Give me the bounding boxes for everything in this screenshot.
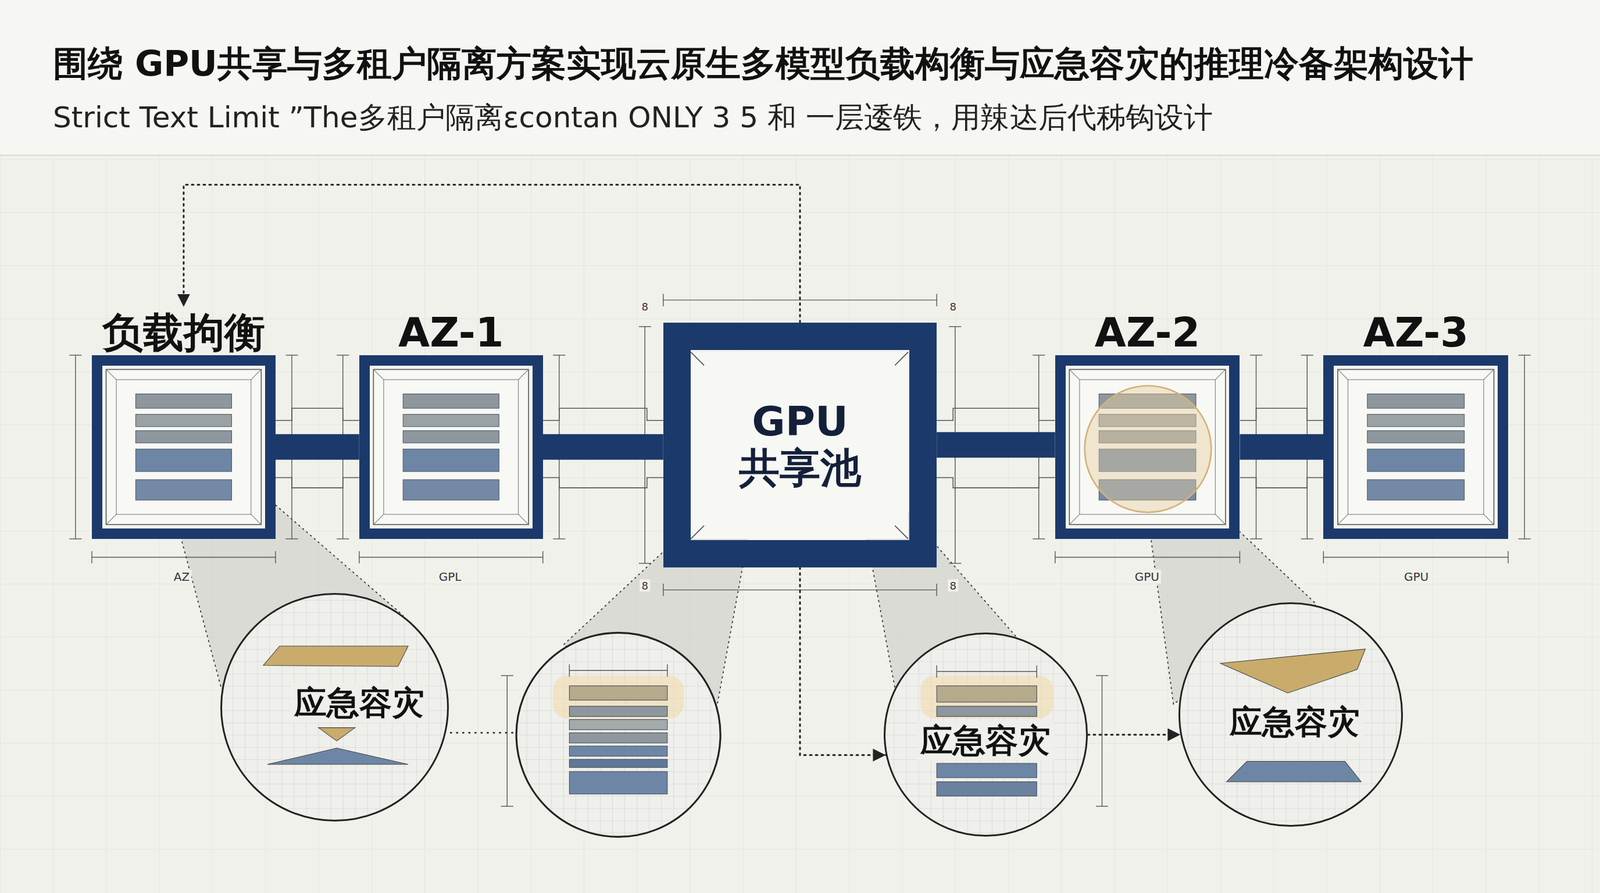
dimension-line xyxy=(936,665,1037,678)
leader-line xyxy=(450,731,515,734)
tube-outline xyxy=(275,408,360,488)
box-heading: AZ-2 xyxy=(1094,310,1200,356)
dimension-line xyxy=(69,355,82,539)
dimension-line xyxy=(1323,551,1509,564)
pool-label: GPU 共享池 xyxy=(732,398,867,492)
link-bar xyxy=(543,434,664,460)
circle-label: 应急容灾 xyxy=(290,683,428,723)
grid xyxy=(0,155,1600,893)
zoom-circle: 应急容灾 xyxy=(1178,602,1403,827)
az-box: AZ-3 xyxy=(1323,355,1509,539)
server-rack xyxy=(1055,355,1241,539)
box-heading: AZ-1 xyxy=(398,310,504,356)
gpu-pool-frame xyxy=(690,352,909,539)
dimension-line xyxy=(1518,355,1531,539)
circle-label: 应急容灾 xyxy=(916,720,1055,761)
title: 围绕 GPU共享与多租户隔离方案实现云原生多模型负载构衡与应急容灾的推理冷备架构… xyxy=(52,42,1474,85)
header-band xyxy=(0,0,1600,156)
tan-pointer xyxy=(318,727,356,742)
box-heading: 负载拘衡 xyxy=(102,310,266,356)
zoom-circle xyxy=(516,632,721,837)
zoom-circle xyxy=(1178,602,1403,827)
tube-outline xyxy=(936,408,1056,488)
box-heading: AZ-3 xyxy=(1362,310,1469,356)
zoom-circle xyxy=(220,593,449,822)
tan-slab xyxy=(1220,648,1366,693)
dimension-value: 8 xyxy=(639,579,650,592)
circle-label: 应急容灾 xyxy=(1226,702,1364,742)
slate-slab xyxy=(1226,761,1362,782)
gpu-pool-box: GPU 共享池 xyxy=(663,322,937,568)
box-caption: GPU xyxy=(1402,569,1431,584)
box-caption: AZ xyxy=(172,569,192,584)
az-box: AZ-1 xyxy=(359,355,544,539)
dimension-line xyxy=(359,551,544,564)
box-caption: GPL xyxy=(437,569,464,584)
dimension-line xyxy=(501,675,514,807)
dimension-line xyxy=(569,664,667,677)
dotted-arrow xyxy=(1087,733,1181,736)
az-box: 负载拘衡 xyxy=(91,355,276,539)
zoom-circle xyxy=(883,632,1088,837)
server-rack xyxy=(1323,355,1509,539)
server-rack xyxy=(91,355,276,539)
server-rack xyxy=(359,355,544,539)
link-bar xyxy=(936,431,1056,458)
header-rule xyxy=(0,154,1600,156)
tan-slab xyxy=(263,645,409,667)
dimension-value: 8 xyxy=(948,300,959,313)
zoom-circle-outline xyxy=(516,632,721,837)
dimension-line xyxy=(91,551,276,564)
link-bar xyxy=(1239,434,1324,460)
az-box: AZ-2 xyxy=(1055,355,1241,539)
zoom-circle: 应急容灾 xyxy=(220,593,449,822)
box-caption: GPU xyxy=(1133,569,1162,584)
dotted-arrow xyxy=(800,567,886,756)
zoom-circle: 应急容灾 xyxy=(883,632,1088,837)
dimension-line xyxy=(1055,551,1241,564)
dotted-arrow xyxy=(183,184,800,323)
tube-outline xyxy=(1239,408,1324,488)
dimension-line xyxy=(1095,675,1109,807)
dimension-value: 8 xyxy=(948,579,959,592)
slate-slab xyxy=(267,748,409,765)
highlight-ring xyxy=(1084,386,1212,513)
layer-stack xyxy=(552,675,684,795)
subtitle: Strict Text Limit ”The多租户隔离εcontan ONLY … xyxy=(52,100,1213,135)
link-bar xyxy=(275,434,360,460)
dimension-value: 8 xyxy=(639,300,650,313)
